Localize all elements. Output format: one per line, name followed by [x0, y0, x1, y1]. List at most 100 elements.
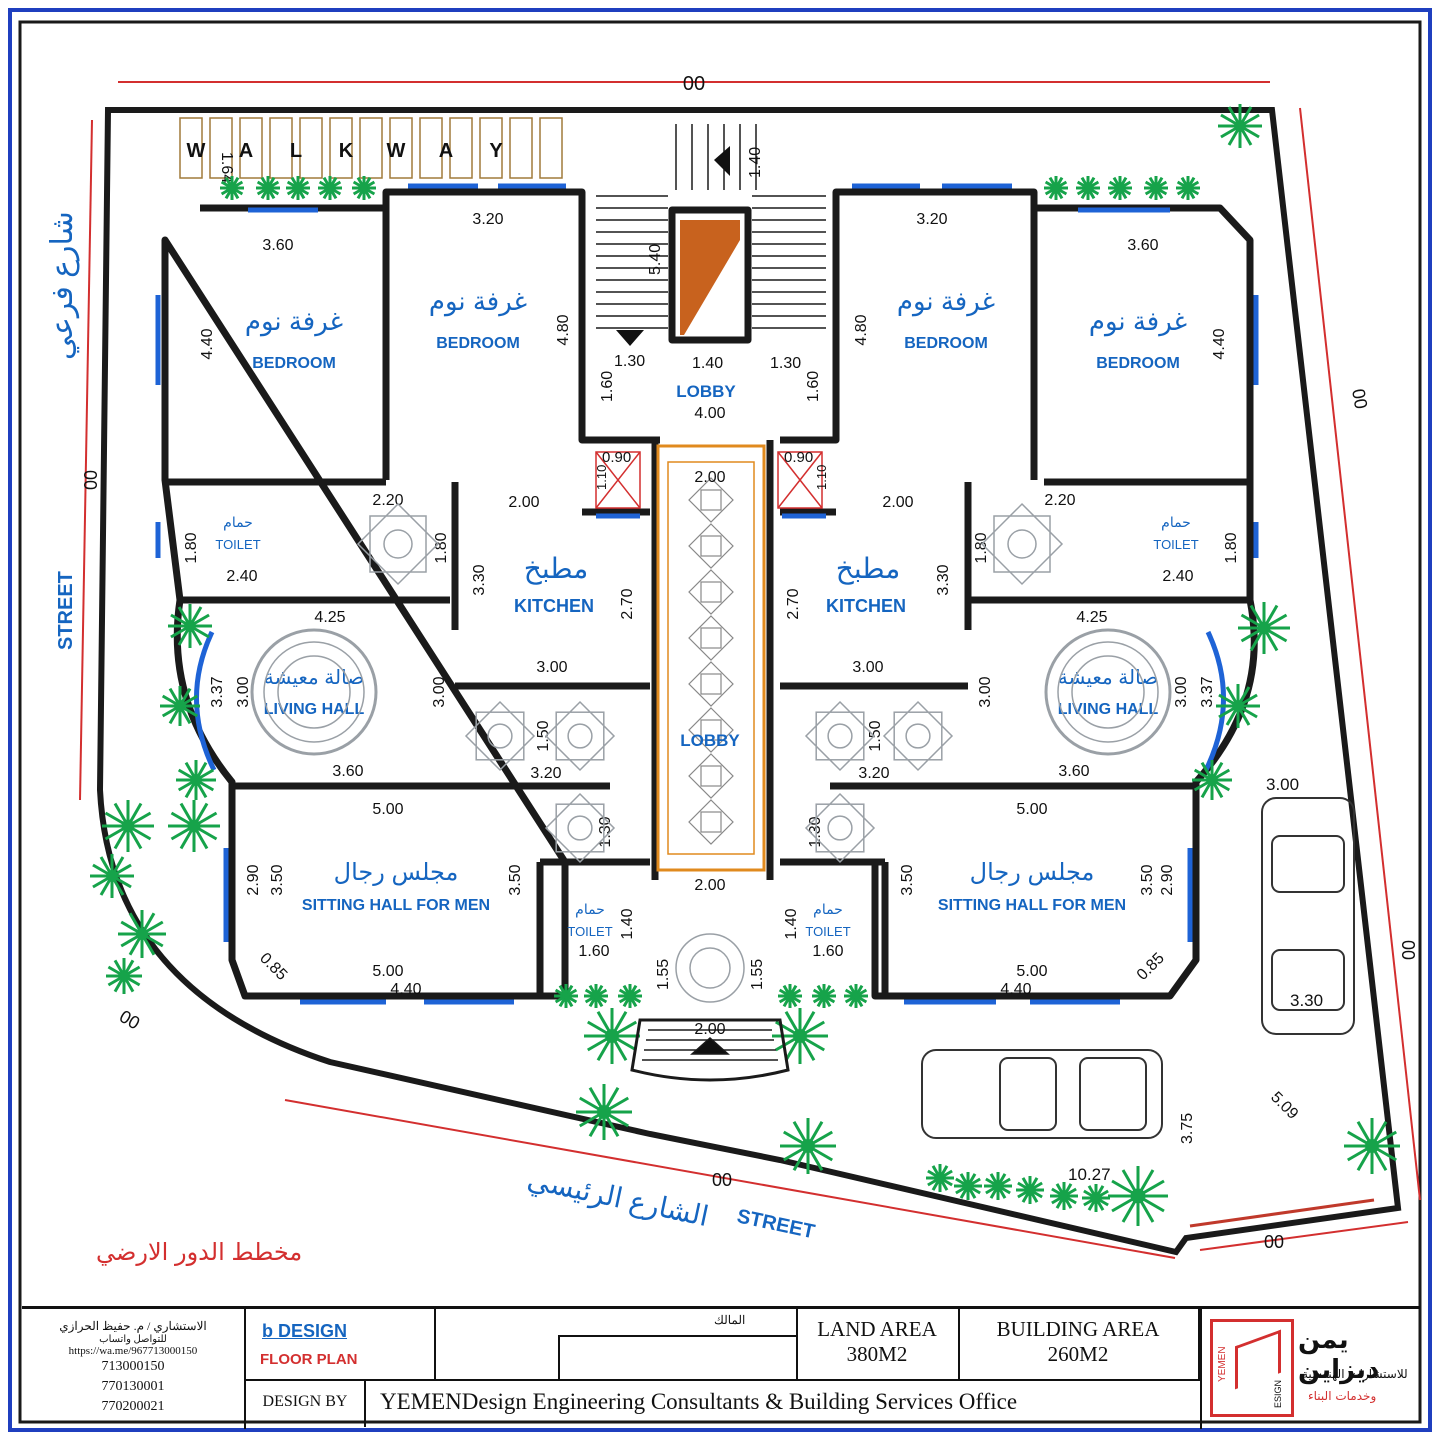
- lobby-tile-inner: [700, 673, 722, 695]
- walkway-plank: [299, 117, 323, 179]
- bedroom-label: BEDROOM: [904, 335, 988, 352]
- svg-text:2.00: 2.00: [694, 469, 725, 486]
- sitting-height: 3.50: [899, 864, 916, 895]
- toilet-width: 2.40: [1162, 568, 1193, 585]
- kitchen-arabic: مطبخ: [836, 553, 901, 585]
- logo-subtitle-2: وخدمات البناء: [1308, 1389, 1377, 1403]
- tree-icon: [1344, 1118, 1400, 1174]
- walkway-plank: [449, 117, 473, 179]
- tree-icon: [618, 984, 642, 1008]
- sheet-frame-inner: [18, 20, 1422, 1424]
- living-width: 3.60: [1058, 763, 1089, 780]
- tree-icon: [780, 1118, 836, 1174]
- svg-text:0.90: 0.90: [784, 449, 813, 466]
- tree-icon: [176, 760, 216, 800]
- bedroom-width: 3.60: [1127, 237, 1158, 254]
- svg-text:LOBBY: LOBBY: [676, 382, 736, 401]
- living-hall-label: LIVING HALL: [264, 701, 365, 718]
- consultant-cell: الاستشاري / م. حفيظ الحرازي للتواصل واتس…: [22, 1309, 246, 1429]
- rug-ornament: [1057, 641, 1159, 743]
- office-name: YEMENDesign Engineering Consultants & Bu…: [380, 1389, 1018, 1414]
- sitting-hall-arabic: مجلس رجال: [970, 859, 1095, 886]
- sitting-width: 4.40: [390, 981, 421, 998]
- floor-ornament: [567, 723, 593, 749]
- toilet-width: 2.40: [226, 568, 257, 585]
- walkway-letter: L: [290, 140, 302, 162]
- tree-icon: [1176, 176, 1200, 200]
- svg-text:1.30: 1.30: [614, 353, 645, 370]
- floor-ornament: [815, 803, 865, 853]
- contact-link[interactable]: https://wa.me/967713000150: [68, 1345, 198, 1357]
- lobby-tile: [688, 707, 734, 753]
- floor-ornament: [464, 700, 536, 772]
- living-hall-arabic: صالة معيشة: [1058, 667, 1158, 689]
- phone-1: 713000150: [101, 1359, 165, 1374]
- lobby-tile: [688, 477, 734, 523]
- toilet-label: TOILET: [215, 537, 260, 552]
- kitchen-width: 3.00: [852, 659, 883, 676]
- svg-text:1.30: 1.30: [770, 355, 801, 372]
- kitchen-height: 3.30: [471, 564, 488, 595]
- top-dimension-text: 00: [683, 73, 705, 95]
- rug-ornament: [277, 655, 351, 729]
- kitchen-label: KITCHEN: [514, 596, 594, 616]
- toilet-arabic: حمام: [813, 901, 843, 917]
- tree-icon: [584, 1008, 640, 1064]
- walkway-plank: [329, 117, 353, 179]
- svg-text:3.75: 3.75: [1179, 1113, 1196, 1144]
- lobby-tile-inner: [700, 719, 722, 741]
- tree-icon: [220, 176, 244, 200]
- floor-ornament: [487, 723, 513, 749]
- sitting-chamfer: 0.85: [256, 950, 290, 984]
- main-street-arabic: الشارع الرئيسي: [525, 1164, 712, 1234]
- floor-ornament: [815, 711, 865, 761]
- entry-hall-width: 3.20: [858, 765, 889, 782]
- sitting-height: 3.50: [1139, 864, 1156, 895]
- svg-text:1.40: 1.40: [692, 355, 723, 372]
- tree-icon: [584, 984, 608, 1008]
- tree-icon: [1144, 176, 1168, 200]
- toilet-width: 1.60: [578, 943, 609, 960]
- corridor-width: 2.20: [372, 492, 403, 509]
- consultant-name: الاستشاري / م. حفيظ الحرازي: [59, 1319, 207, 1333]
- tree-icon: [168, 604, 212, 648]
- drawing-name: FLOOR PLAN: [260, 1351, 358, 1368]
- bedroom-width: 3.20: [472, 211, 503, 228]
- floor-ornament: [804, 792, 876, 864]
- bedroom-arabic: غرفة نوم: [1089, 306, 1187, 337]
- tree-icon: [90, 854, 134, 898]
- drawing-cell: b DESIGN FLOOR PLAN: [246, 1309, 436, 1381]
- floor-ornament: [369, 515, 427, 573]
- tree-icon: [286, 176, 310, 200]
- tree-icon: [1108, 176, 1132, 200]
- rug-ornament: [1044, 628, 1172, 756]
- walkway-letter: Y: [489, 140, 503, 162]
- logo-subtitle-1: للاستشارات الهندسية: [1302, 1367, 1408, 1381]
- svg-text:1.10: 1.10: [594, 465, 609, 490]
- corridor-height: 1.80: [973, 532, 990, 563]
- left-dimension-line: [79, 119, 93, 801]
- lobby-tile: [688, 799, 734, 845]
- walkway-plank: [179, 117, 203, 179]
- land-area-label: LAND AREA: [817, 1317, 937, 1341]
- plan-title: مخطط الدور الارضي: [96, 1239, 302, 1266]
- tree-icon: [1192, 760, 1232, 800]
- tree-icon: [1238, 602, 1290, 654]
- walkway-plank: [389, 117, 413, 179]
- bottom-dimension-text: 00: [712, 1170, 732, 1190]
- toilet-width: 1.60: [812, 943, 843, 960]
- floor-ornament: [893, 711, 943, 761]
- logo-mark: YEMEN ESIGN: [1210, 1319, 1294, 1417]
- contact-label: للتواصل واتساب: [99, 1334, 167, 1345]
- walkway-letter: K: [339, 140, 354, 162]
- tree-icon: [1076, 176, 1100, 200]
- site-boundary: [96, 107, 1402, 1256]
- tree-icon: [256, 176, 280, 200]
- sitting-width: 5.00: [1016, 801, 1047, 818]
- floor-ornament: [555, 711, 605, 761]
- owner-label: المالك: [714, 1313, 746, 1327]
- lobby-center: 2.00 LOBBY 2.00: [656, 444, 766, 894]
- entrance-steps: [630, 933, 790, 1082]
- bottom-left-dimension-text: 00: [116, 1006, 143, 1033]
